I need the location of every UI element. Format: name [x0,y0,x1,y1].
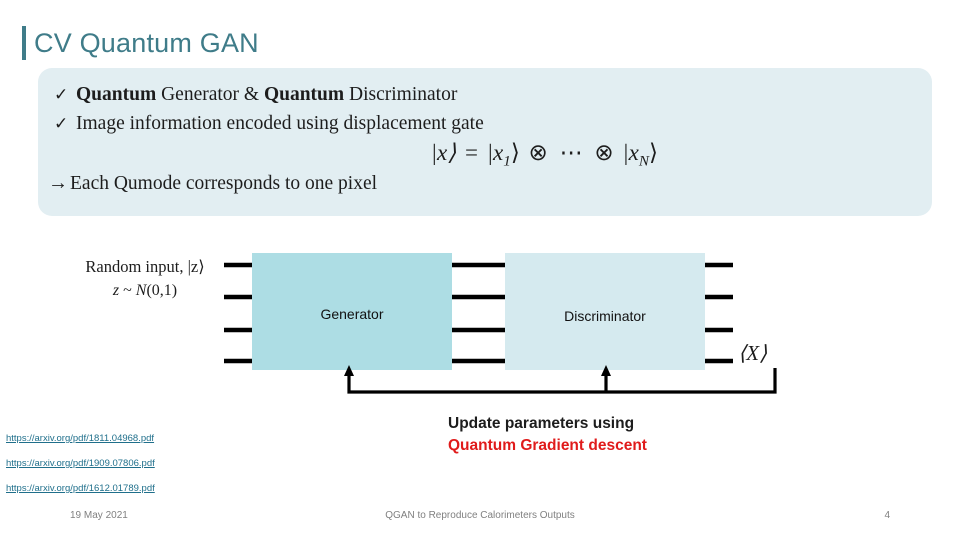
expectation-value-label: ⟨X⟩ [738,341,767,366]
formula-ellipsis: ⋯ [559,140,583,165]
formula-term-1-sub: 1 [503,152,511,170]
tensor-product-icon: ⊗ [528,140,548,165]
bullet-item-3: → Each Qumode corresponds to one pixel [48,172,377,195]
page-title: CV Quantum GAN [22,22,259,64]
bullet-1-tail: Discriminator [344,84,458,105]
random-input-variable: z [112,281,120,299]
formula-term-1-end: ⟩ [510,140,520,165]
title-accent-bar [22,26,26,60]
bullet-1-bold-1: Quantum [76,84,157,105]
bullet-item-2-label: Image information encoded using displace… [76,113,484,134]
footer-page-number: 4 [884,510,890,521]
reference-links: https://arxiv.org/pdf/1811.04968.pdf htt… [6,433,155,508]
random-input-label: Random input, |z⟩ z ~ N(0,1) [55,255,235,302]
generator-label: Generator [320,305,384,322]
bullet-item-3-label: Each Qumode corresponds to one pixel [70,173,378,194]
encoding-formula: |x⟩ = |x1⟩ ⊗ ⋯ ⊗ |xN⟩ [38,140,658,171]
expectation-value-text: ⟨X⟩ [738,341,768,365]
update-line-2: Quantum Gradient descent [448,437,647,455]
formula-equals: = [464,140,478,165]
title-label: CV Quantum GAN [34,27,259,58]
discriminator-box: Discriminator [505,253,705,370]
tensor-product-icon: ⊗ [594,140,614,165]
formula-term-n-sub: N [638,152,650,170]
formula-lhs: |x⟩ [430,140,457,165]
bullet-1-mid: Generator & [156,84,264,105]
footer-title: QGAN to Reproduce Calorimeters Outputs [385,510,575,521]
footer-date: 19 May 2021 [70,510,128,521]
bullet-item-1: ✓ Quantum Generator & Quantum Discrimina… [54,84,457,106]
bullet-1-bold-2: Quantum [263,84,345,105]
generator-box: Generator [252,253,452,370]
slide-footer: 19 May 2021 QGAN to Reproduce Calorimete… [0,508,960,530]
random-input-line-1: Random input, |z⟩ [85,257,205,276]
formula-term-1: |x [486,140,504,165]
formula-term-n-end: ⟩ [649,140,658,165]
bullet-item-1-label: Quantum Generator & Quantum Discriminato… [76,84,457,106]
check-icon: ✓ [54,85,69,104]
reference-link-2[interactable]: https://arxiv.org/pdf/1909.07806.pdf [6,458,155,469]
formula-term-n: |x [622,140,639,165]
reference-link-3[interactable]: https://arxiv.org/pdf/1612.01789.pdf [6,483,155,494]
random-input-params: (0,1) [146,281,178,299]
reference-link-1[interactable]: https://arxiv.org/pdf/1811.04968.pdf [6,433,155,444]
info-panel: ✓ Quantum Generator & Quantum Discrimina… [38,68,932,216]
check-icon: ✓ [54,114,69,133]
random-input-tilde: ~ [119,281,136,299]
discriminator-label: Discriminator [564,307,646,324]
arrow-right-icon: → [48,172,68,194]
random-input-distribution: N [135,281,147,299]
update-parameters-note: Update parameters using Quantum Gradient… [448,413,647,458]
bullet-item-2: ✓ Image information encoded using displa… [54,113,484,135]
update-line-1: Update parameters using [448,415,635,432]
feedback-path [347,368,777,394]
random-input-line-2: z ~ N(0,1) [55,279,235,302]
